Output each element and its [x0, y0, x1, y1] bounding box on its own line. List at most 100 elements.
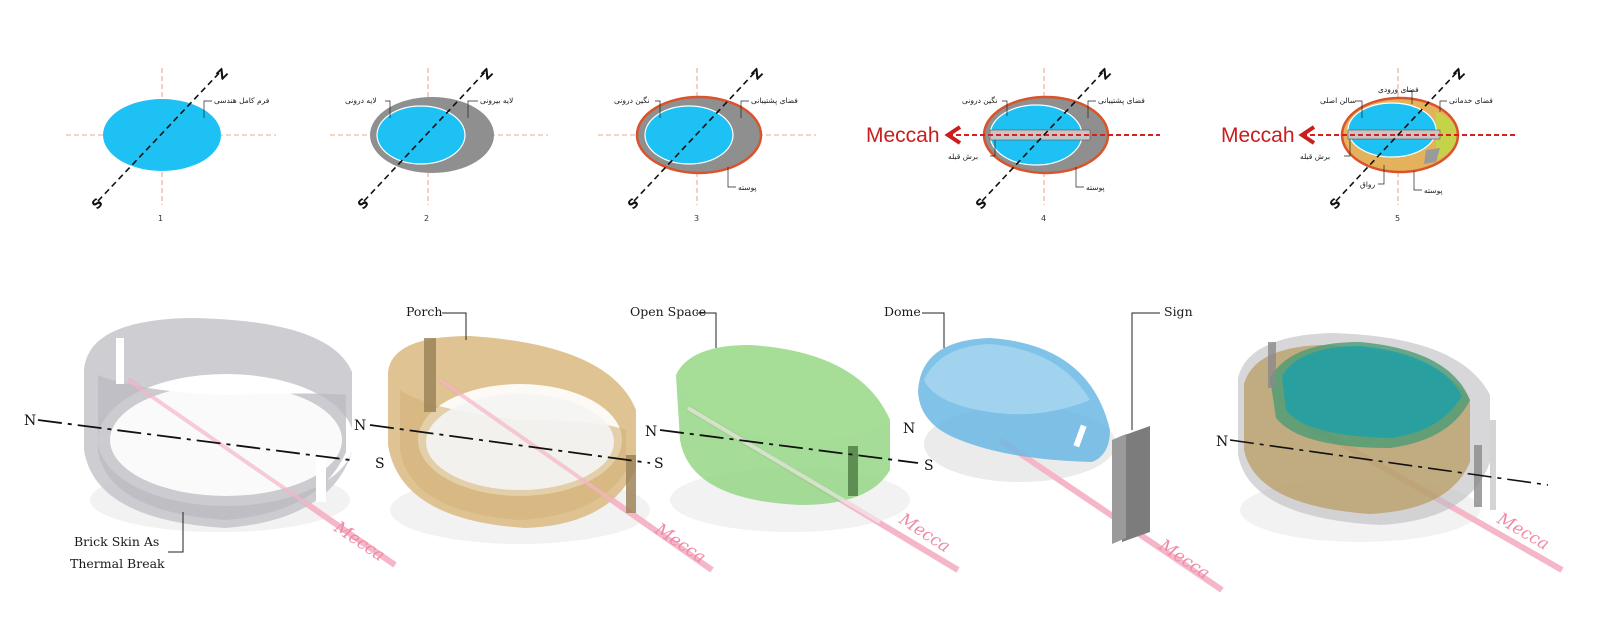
- step-3-north-glyph: Z: [749, 66, 766, 83]
- step-3-leader-support: [740, 100, 749, 118]
- step-3-diagram: Z S نگین درونی فضای پشتیبانی پوسته 3: [598, 66, 816, 223]
- step-2-number: 2: [424, 214, 429, 223]
- step-1-south-glyph: S: [89, 196, 106, 213]
- step-2-diagram: Z S لایه درونی لایه بیرونی 2: [330, 66, 548, 223]
- model-5-sign-element: [1474, 445, 1482, 507]
- step-3-leader-shell: [727, 167, 736, 188]
- model-3-open-space-top: [676, 345, 890, 440]
- step-2-inner-layer: [376, 105, 466, 165]
- model-porch: N S Mecca Porch: [354, 304, 714, 573]
- model-2-porch-wall-right: [626, 455, 636, 513]
- model-dome: N Mecca Dome Sign: [884, 304, 1224, 593]
- open-space-callout: Open Space: [630, 304, 706, 319]
- model-3-callout-line: [696, 312, 717, 348]
- step-3-number: 3: [694, 214, 699, 223]
- step-5-north-glyph: Z: [1451, 66, 1468, 83]
- model-3-wall-element: [848, 446, 858, 496]
- step-5-leader-hall: [1356, 100, 1363, 118]
- step-3-leader-gem: [655, 100, 661, 118]
- step-2-south-glyph: S: [355, 196, 372, 213]
- step-3-inner-gem-label: نگین درونی: [614, 96, 650, 105]
- step-5-shell-label: پوسته: [1424, 186, 1443, 195]
- step-3-support-label: فضای پشتیبانی: [751, 96, 798, 105]
- model-1-gap-right: [316, 450, 326, 502]
- step-5-leader-entry: [1406, 90, 1413, 104]
- model-1-mecca-label: Mecca: [329, 517, 388, 566]
- model-4-sign-panel: [1122, 426, 1150, 542]
- step-5-qibla-label: برش قبله: [1300, 152, 1330, 161]
- step-1-number: 1: [158, 214, 163, 223]
- model-3-north-label: N: [645, 424, 657, 440]
- model-4-sign-side: [1112, 434, 1126, 544]
- model-3-south-label: S: [924, 458, 934, 474]
- model-1-ns-axis: [37, 419, 351, 461]
- step-3-south-glyph: S: [625, 196, 642, 213]
- model-1-mecca-axis-inner: [126, 378, 332, 522]
- step-4-inner-gem-label: نگین درونی: [962, 96, 998, 105]
- step-4-leader-qibla: [990, 140, 996, 157]
- model-1-north-label: N: [24, 413, 36, 429]
- model-1-gap-left: [116, 338, 124, 384]
- step-2-outer-layer-label: لایه بیرونی: [480, 96, 513, 105]
- step-4-diagram: Meccah Z S نگین درونی فضای پشتیبانی برش …: [866, 66, 1160, 223]
- step-4-leader-gem: [1002, 100, 1008, 116]
- sign-callout: Sign: [1164, 304, 1193, 319]
- model-4-dome-gap: [1073, 424, 1087, 448]
- model-2-porch-wall: [424, 338, 436, 412]
- step-4-support-label: فضای پشتیبانی: [1098, 96, 1145, 105]
- step-1-diagram: Z S فرم کامل هندسی 1: [66, 66, 276, 223]
- model-2-north-label: N: [354, 418, 366, 434]
- step-5-leader-qibla: [1344, 139, 1351, 157]
- step-5-leader-shell: [1413, 171, 1422, 191]
- step-5-number: 5: [1395, 214, 1400, 223]
- model-5-ns-axis: [1229, 439, 1549, 486]
- step-5-diagram: Meccah Z S فضای ورودی سالن اصلی فضای خدم…: [1221, 66, 1516, 223]
- model-1-ring-inner: [110, 384, 342, 496]
- model-5-porch-wall: [1268, 342, 1276, 388]
- step-3-inner-gem: [644, 105, 734, 165]
- step-4-leader-support: [1087, 100, 1096, 118]
- brick-skin-callout-line2: Thermal Break: [70, 556, 165, 571]
- model-combined: N Mecca: [1216, 333, 1564, 573]
- model-2-ring-inner: [426, 394, 614, 490]
- model-3-mecca-axis-inner: [686, 406, 882, 524]
- model-4-dome-highlight: [924, 344, 1090, 415]
- model-4-mecca-axis: [998, 437, 1224, 593]
- step-2-inner-layer-label: لایه درونی: [345, 96, 377, 105]
- step-5-entry-label: فضای ورودی: [1378, 85, 1419, 94]
- step-4-south-glyph: S: [973, 196, 990, 213]
- step-2-leader-inner: [385, 100, 391, 118]
- porch-callout: Porch: [406, 304, 442, 319]
- step-5-porch-label: رواق: [1360, 180, 1376, 189]
- model-2-south-label: S: [654, 456, 664, 472]
- model-4-dome-callout-line: [922, 312, 945, 348]
- model-2-callout-line: [442, 312, 467, 340]
- model-5-north-label: N: [1216, 434, 1228, 450]
- step-4-leader-shell: [1075, 167, 1084, 188]
- brick-skin-callout-line1: Brick Skin As: [74, 534, 159, 549]
- step-5-south-glyph: S: [1327, 196, 1344, 213]
- model-4-north-label: N: [903, 421, 915, 437]
- step-4-shell-label: پوسته: [1086, 183, 1105, 192]
- model-5-dome: [1282, 346, 1462, 438]
- step-3-shell-label: پوسته: [738, 183, 757, 192]
- step-5-porch-block: [1424, 148, 1440, 164]
- model-4-mecca-label: Mecca: [1154, 535, 1213, 584]
- step-1-north-glyph: Z: [214, 66, 231, 83]
- model-2-mecca-label: Mecca: [650, 519, 709, 568]
- step-5-service-label: فضای خدماتی: [1449, 96, 1493, 105]
- step-1-core-ellipse: [103, 99, 221, 171]
- dome-callout: Dome: [884, 304, 921, 319]
- model-5-sign-panel: [1490, 420, 1496, 510]
- step-1-form-label: فرم کامل هندسی: [214, 96, 270, 105]
- model-1-callout-line: [168, 512, 184, 553]
- model-3-ns-axis: [659, 429, 919, 464]
- step-5-main-hall-label: سالن اصلی: [1320, 96, 1356, 105]
- step-5-leader-service: [1439, 100, 1447, 112]
- model-4-sign-callout-line: [1131, 312, 1160, 430]
- model-2-ns-axis: [369, 424, 651, 464]
- model-1-south-label: S: [375, 456, 385, 472]
- step-4-number: 4: [1041, 214, 1046, 223]
- step-2-leader-outer: [467, 100, 478, 118]
